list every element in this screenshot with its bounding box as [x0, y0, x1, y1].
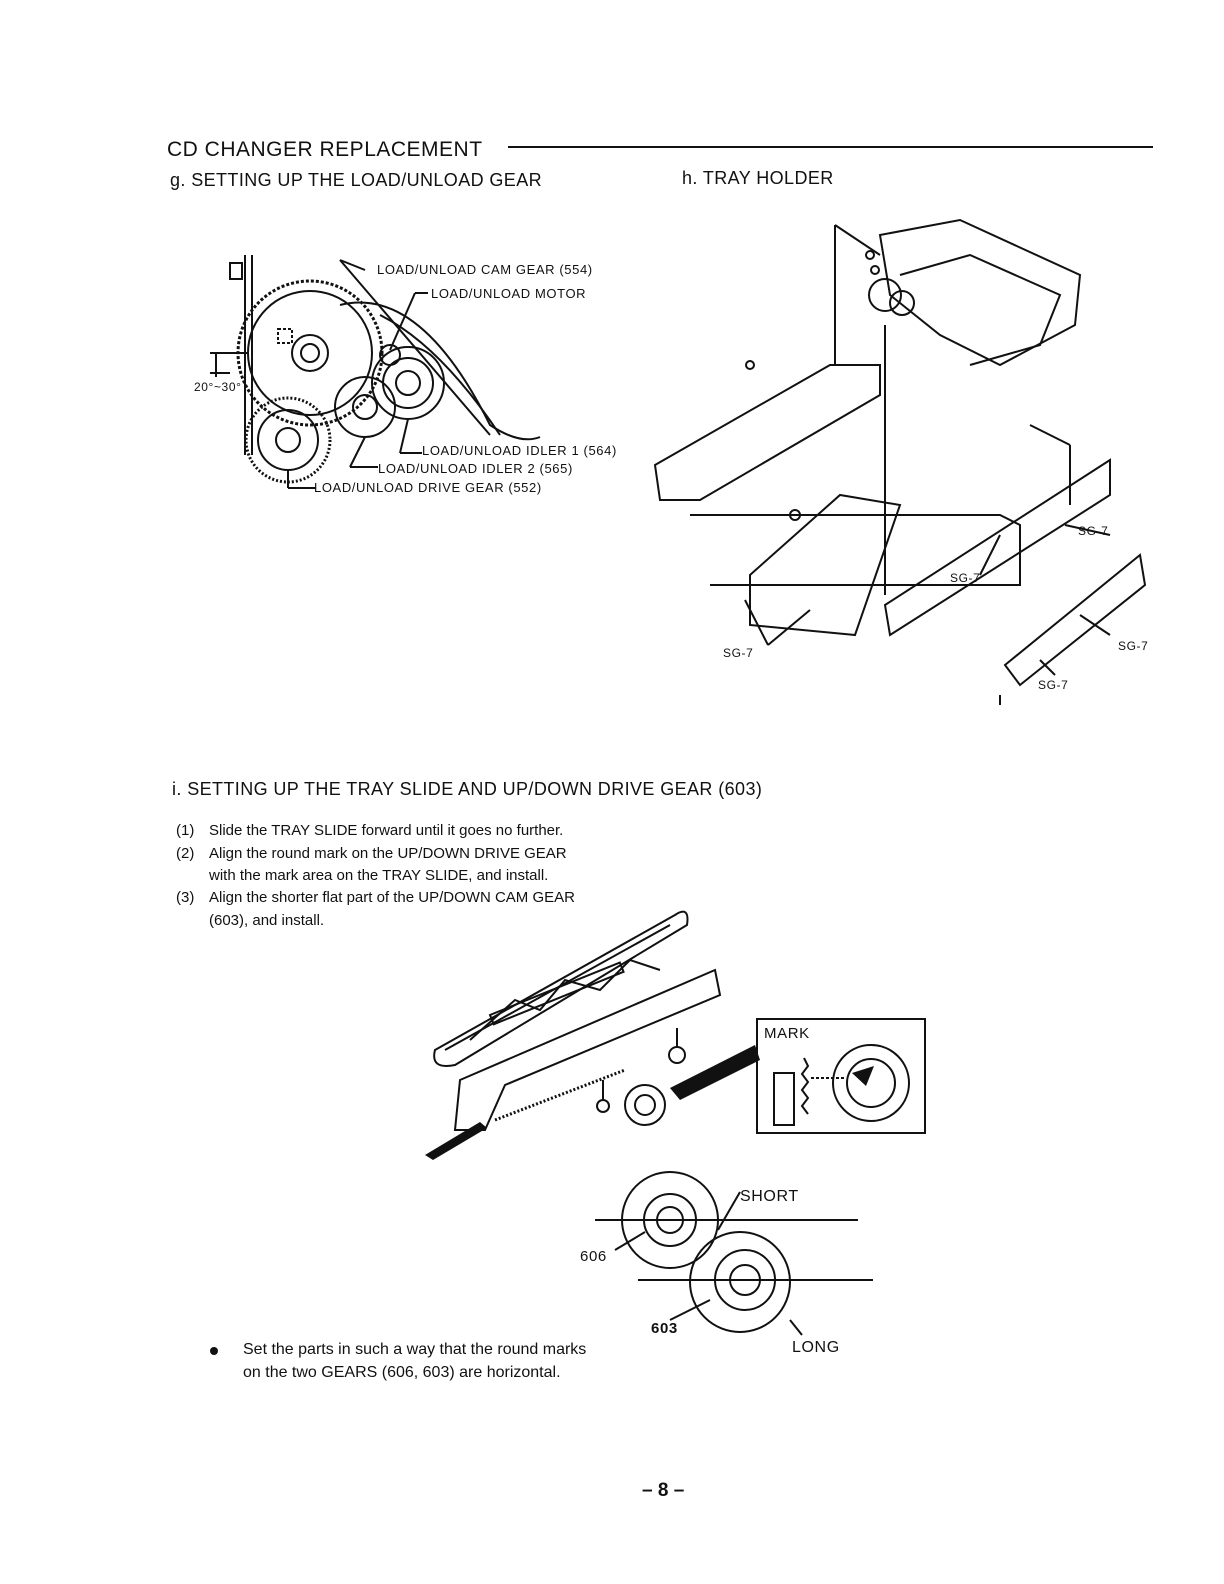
- note-line-2: on the two GEARS (606, 603) are horizont…: [243, 1364, 561, 1381]
- step-1-text: Slide the TRAY SLIDE forward until it go…: [209, 822, 564, 839]
- label-mark: MARK: [764, 1025, 810, 1042]
- label-cam-gear: LOAD/UNLOAD CAM GEAR (554): [377, 262, 593, 277]
- mark-inset-box: [756, 1018, 926, 1134]
- label-drive-gear: LOAD/UNLOAD DRIVE GEAR (552): [314, 480, 542, 495]
- title-rule: [508, 146, 1153, 148]
- section-title: CD CHANGER REPLACEMENT: [167, 138, 483, 161]
- subsection-g-title: g. SETTING UP THE LOAD/UNLOAD GEAR: [170, 170, 543, 190]
- label-short: SHORT: [740, 1188, 799, 1205]
- step-3-number: (3): [176, 889, 195, 906]
- label-sg7-b: SG-7: [950, 571, 981, 585]
- step-3-text: Align the shorter flat part of the UP/DO…: [209, 889, 575, 906]
- step-2-text-cont: with the mark area on the TRAY SLIDE, an…: [209, 867, 549, 884]
- label-angle: 20°~30°: [194, 380, 242, 394]
- subsection-i-title: i. SETTING UP THE TRAY SLIDE AND UP/DOWN…: [172, 779, 763, 799]
- label-long: LONG: [792, 1339, 840, 1356]
- load-unload-gear-diagram: [210, 255, 541, 489]
- mark-inset-gear: [773, 1044, 910, 1126]
- note-line-1: Set the parts in such a way that the rou…: [243, 1341, 587, 1358]
- label-gear-606: 606: [580, 1248, 607, 1265]
- note-bullet: [210, 1347, 218, 1355]
- subsection-h-title: h. TRAY HOLDER: [682, 168, 834, 188]
- tray-holder-diagram: [653, 218, 1147, 705]
- label-idler-1: LOAD/UNLOAD IDLER 1 (564): [422, 443, 617, 458]
- step-1-number: (1): [176, 822, 195, 839]
- step-3-text-cont: (603), and install.: [209, 912, 325, 929]
- gear-alignment-diagram: [595, 1171, 873, 1336]
- label-gear-603: 603: [651, 1320, 678, 1337]
- label-idler-2: LOAD/UNLOAD IDLER 2 (565): [378, 461, 573, 476]
- tray-slide-diagram: [425, 910, 760, 1160]
- label-sg7-a: SG-7: [1078, 524, 1109, 538]
- page-number: – 8 –: [642, 1480, 685, 1501]
- label-sg7-c: SG-7: [723, 646, 754, 660]
- step-2-text: Align the round mark on the UP/DOWN DRIV…: [209, 845, 567, 862]
- label-sg7-d: SG-7: [1118, 639, 1149, 653]
- step-2-number: (2): [176, 845, 195, 862]
- label-motor: LOAD/UNLOAD MOTOR: [431, 286, 587, 301]
- label-sg7-e: SG-7: [1038, 678, 1069, 692]
